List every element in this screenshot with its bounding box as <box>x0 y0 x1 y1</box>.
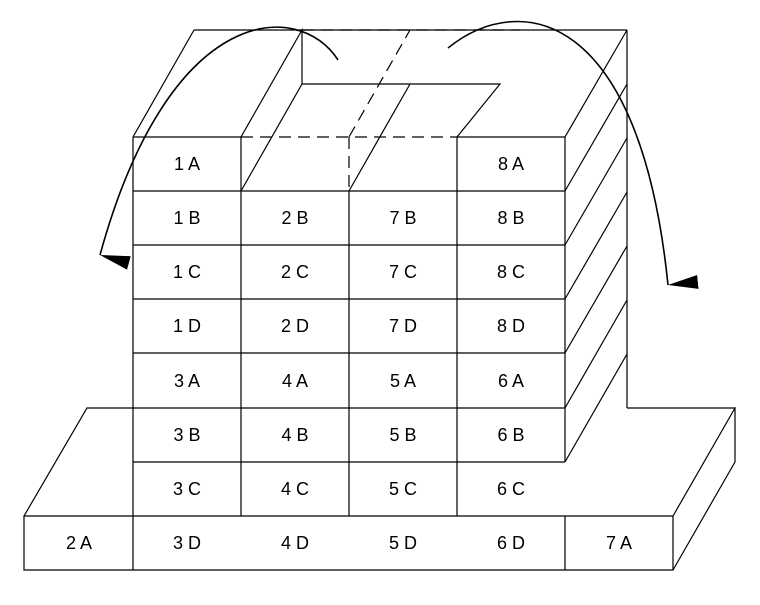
cell-label: 6 D <box>497 533 525 553</box>
cell-label: 7 D <box>389 316 417 336</box>
cell-label: 5 D <box>389 533 417 553</box>
cell-label: 2 C <box>281 262 309 282</box>
cell-label: 4 B <box>281 425 308 445</box>
cell-label: 3 C <box>173 479 201 499</box>
cell-label: 1 B <box>173 208 200 228</box>
cell-label: 5 A <box>390 371 416 391</box>
cell-label: 3 B <box>173 425 200 445</box>
cell-label: 2 D <box>281 316 309 336</box>
back-left-edge <box>132 29 195 138</box>
cell-label: 7 B <box>389 208 416 228</box>
base-right-top <box>627 407 737 571</box>
cell-label: 3 D <box>173 533 201 553</box>
base-row-dividers <box>132 516 566 570</box>
dashed-diagonal <box>348 29 411 138</box>
cell-label: 8 C <box>497 262 525 282</box>
cell-label: 1 A <box>174 154 200 174</box>
cell-label: 8 B <box>497 208 524 228</box>
cell-label: 4 D <box>281 533 309 553</box>
cell-label: 8 D <box>497 316 525 336</box>
cell-label: 1 C <box>173 262 201 282</box>
right-curved-arrow <box>447 20 699 289</box>
cell-label: 4 A <box>282 371 308 391</box>
cell-label: 3 A <box>174 371 200 391</box>
base-row-outline <box>23 515 674 571</box>
cell-label: 4 C <box>281 479 309 499</box>
cell-label: 2 B <box>281 208 308 228</box>
base-left-top <box>23 407 133 517</box>
recess-left-wall <box>240 27 502 138</box>
cell-label: 8 A <box>498 154 524 174</box>
cell-label: 2 A <box>66 533 92 553</box>
cell-label: 1 D <box>173 316 201 336</box>
side-top <box>564 29 628 138</box>
cell-label: 6 B <box>497 425 524 445</box>
cell-label: 6 C <box>497 479 525 499</box>
cell-label: 5 C <box>389 479 417 499</box>
column-lines <box>240 137 458 516</box>
cell-label: 6 A <box>498 371 524 391</box>
side-row-lines <box>564 83 628 463</box>
cell-label: 5 B <box>389 425 416 445</box>
cell-label: 7 A <box>606 533 632 553</box>
left-curved-arrow <box>99 26 339 270</box>
cell-label: 7 C <box>389 262 417 282</box>
